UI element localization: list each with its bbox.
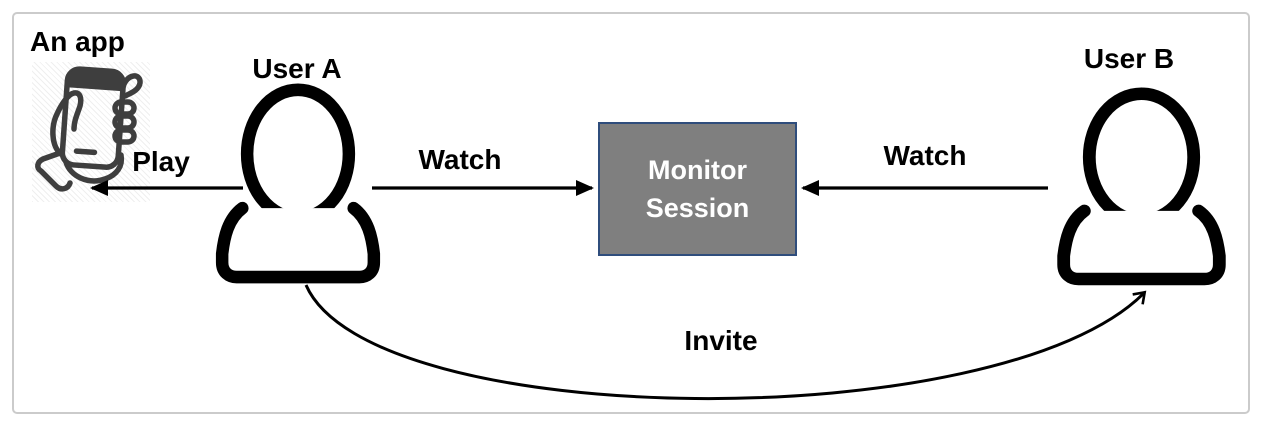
finger-3 (112, 127, 137, 145)
phone-body (59, 66, 127, 170)
watch-a-edge-label: Watch (418, 144, 502, 175)
user-b-label: User B (1083, 43, 1175, 74)
phone-top-bar (66, 69, 124, 92)
hand-holding-phone-icon (35, 66, 143, 192)
invite-edge-label: Invite (684, 325, 758, 356)
watch-b-edge-label: Watch (883, 140, 967, 171)
monitor-session-label: Monitor Session (645, 155, 750, 223)
phone-home-dash (73, 148, 98, 156)
palm-cup (63, 152, 125, 184)
wrist (35, 150, 73, 192)
hand-thumb (50, 90, 84, 157)
app-node-label: An app (30, 26, 125, 57)
slide-frame (12, 12, 1250, 414)
monitor-session-node: Monitor Session (598, 122, 797, 256)
user-a-label: User A (252, 53, 342, 84)
play-edge-label: Play (132, 146, 190, 177)
person-icon-user-a (222, 90, 374, 277)
thumb-curl (120, 73, 143, 99)
invite-arrow (304, 284, 1144, 400)
person-icon-user-b (1064, 94, 1220, 279)
